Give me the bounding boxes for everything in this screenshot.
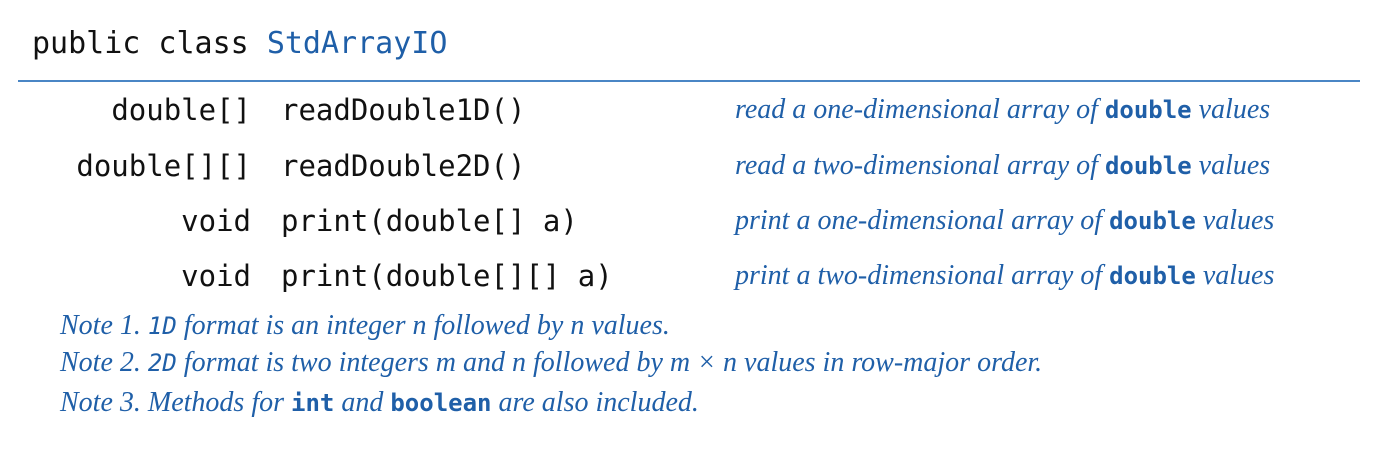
description-text: print a one-dimensional array of xyxy=(735,205,1103,236)
note-2: Note 2. 2D format is two integers m and … xyxy=(60,344,1042,382)
description-code: double xyxy=(1104,96,1192,124)
description-text-end: values xyxy=(1198,94,1271,125)
api-row-readdouble2d: double[][] readDouble2D() read a two-dim… xyxy=(0,138,1384,194)
note-code-int: int xyxy=(291,389,335,417)
return-type: double[][] xyxy=(76,149,251,183)
note-text: format is two integers m and n followed … xyxy=(183,347,1043,378)
note-label: Note 3. xyxy=(60,387,141,418)
note-1: Note 1. 1D format is an integer n follow… xyxy=(60,307,670,345)
description-text: read a two-dimensional array of xyxy=(735,150,1098,181)
method-description: read a one-dimensional array of double v… xyxy=(735,82,1270,138)
note-code-boolean: boolean xyxy=(390,389,492,417)
return-type: void xyxy=(181,259,251,293)
description-code: double xyxy=(1104,152,1192,180)
note-code: 2D xyxy=(147,349,177,377)
note-text-and: and xyxy=(341,387,384,418)
note-text-end: are also included. xyxy=(498,387,699,418)
note-3: Note 3. Methods for int and boolean are … xyxy=(60,384,699,422)
class-declaration: public class xyxy=(32,26,249,61)
description-text: read a one-dimensional array of xyxy=(735,94,1098,125)
return-type: void xyxy=(181,204,251,238)
description-text: print a two-dimensional array of xyxy=(735,260,1103,291)
note-text: format is an integer n followed by n val… xyxy=(183,310,670,341)
description-text-end: values xyxy=(1202,260,1275,291)
note-label: Note 1. xyxy=(60,310,141,341)
description-code: double xyxy=(1109,207,1196,235)
note-text: Methods for xyxy=(147,387,284,418)
description-text-end: values xyxy=(1202,205,1275,236)
class-header: public class StdArrayIO xyxy=(32,22,447,66)
method-description: print a two-dimensional array of double … xyxy=(735,248,1274,304)
description-code: double xyxy=(1109,262,1196,290)
method-signature: readDouble1D() xyxy=(281,93,526,127)
method-description: read a two-dimensional array of double v… xyxy=(735,138,1270,194)
api-row-readdouble1d: double[] readDouble1D() read a one-dimen… xyxy=(0,82,1384,138)
header-divider xyxy=(18,80,1360,82)
method-signature: print(double[] a) xyxy=(281,204,578,238)
method-signature: print(double[][] a) xyxy=(281,259,613,293)
note-label: Note 2. xyxy=(60,347,141,378)
note-code: 1D xyxy=(147,312,177,340)
return-type: double[] xyxy=(111,93,251,127)
class-name: StdArrayIO xyxy=(266,26,448,61)
method-signature: readDouble2D() xyxy=(281,149,526,183)
api-row-print-1d: void print(double[] a) print a one-dimen… xyxy=(0,193,1384,249)
description-text-end: values xyxy=(1198,150,1271,181)
method-description: print a one-dimensional array of double … xyxy=(735,193,1274,249)
api-row-print-2d: void print(double[][] a) print a two-dim… xyxy=(0,248,1384,304)
